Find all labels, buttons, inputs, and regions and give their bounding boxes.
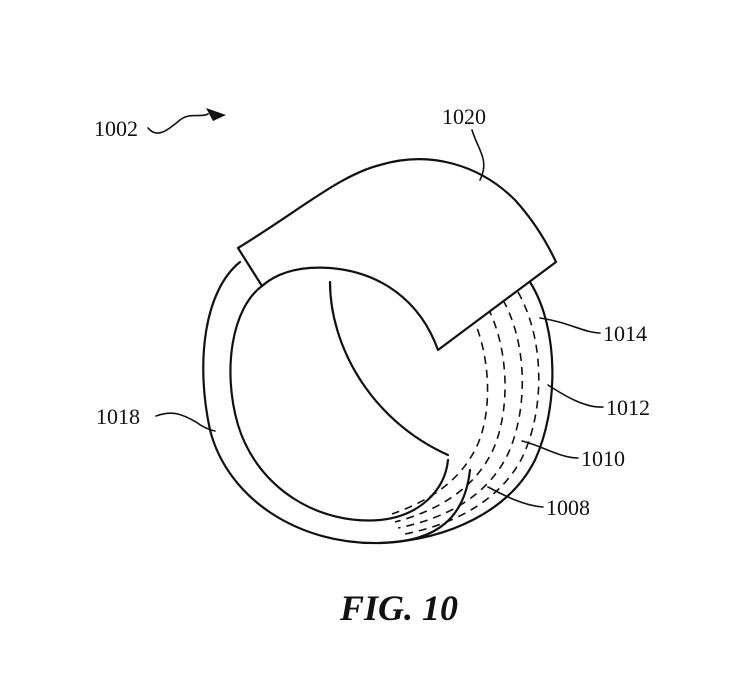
- ring-outer-rim: [202, 260, 472, 545]
- leader-1018: [155, 412, 216, 432]
- top-band-shape: [236, 158, 558, 352]
- label-1010: 1010: [581, 446, 625, 471]
- top-band: [236, 158, 558, 352]
- band-right-edge: [378, 280, 554, 545]
- reference-labels: 1002 1020 1014 1012 1010 1008 1018: [94, 104, 650, 520]
- label-1002: 1002: [94, 116, 138, 141]
- figure-caption: FIG. 10: [339, 588, 458, 628]
- layer-line-a: [399, 291, 540, 536]
- leader-lines: [147, 113, 604, 508]
- arrowhead-icon: [206, 108, 226, 121]
- leader-1008: [487, 486, 544, 508]
- label-1014: 1014: [603, 321, 647, 346]
- layer-line-c: [394, 307, 506, 523]
- ring-body: [202, 260, 554, 545]
- leader-1020: [471, 129, 485, 181]
- leader-1002: [147, 113, 209, 134]
- label-1020: 1020: [442, 104, 486, 129]
- dashed-layers: [391, 291, 540, 536]
- leader-1014: [539, 317, 601, 334]
- label-1012: 1012: [606, 395, 650, 420]
- ring-inner-rim: [229, 284, 450, 522]
- assembly-arrow: [206, 108, 226, 121]
- leader-1012: [547, 384, 604, 408]
- ring-inner-back: [328, 280, 450, 457]
- layer-line-b: [397, 299, 524, 529]
- leader-1010: [521, 440, 579, 459]
- label-1008: 1008: [546, 495, 590, 520]
- label-1018: 1018: [96, 404, 140, 429]
